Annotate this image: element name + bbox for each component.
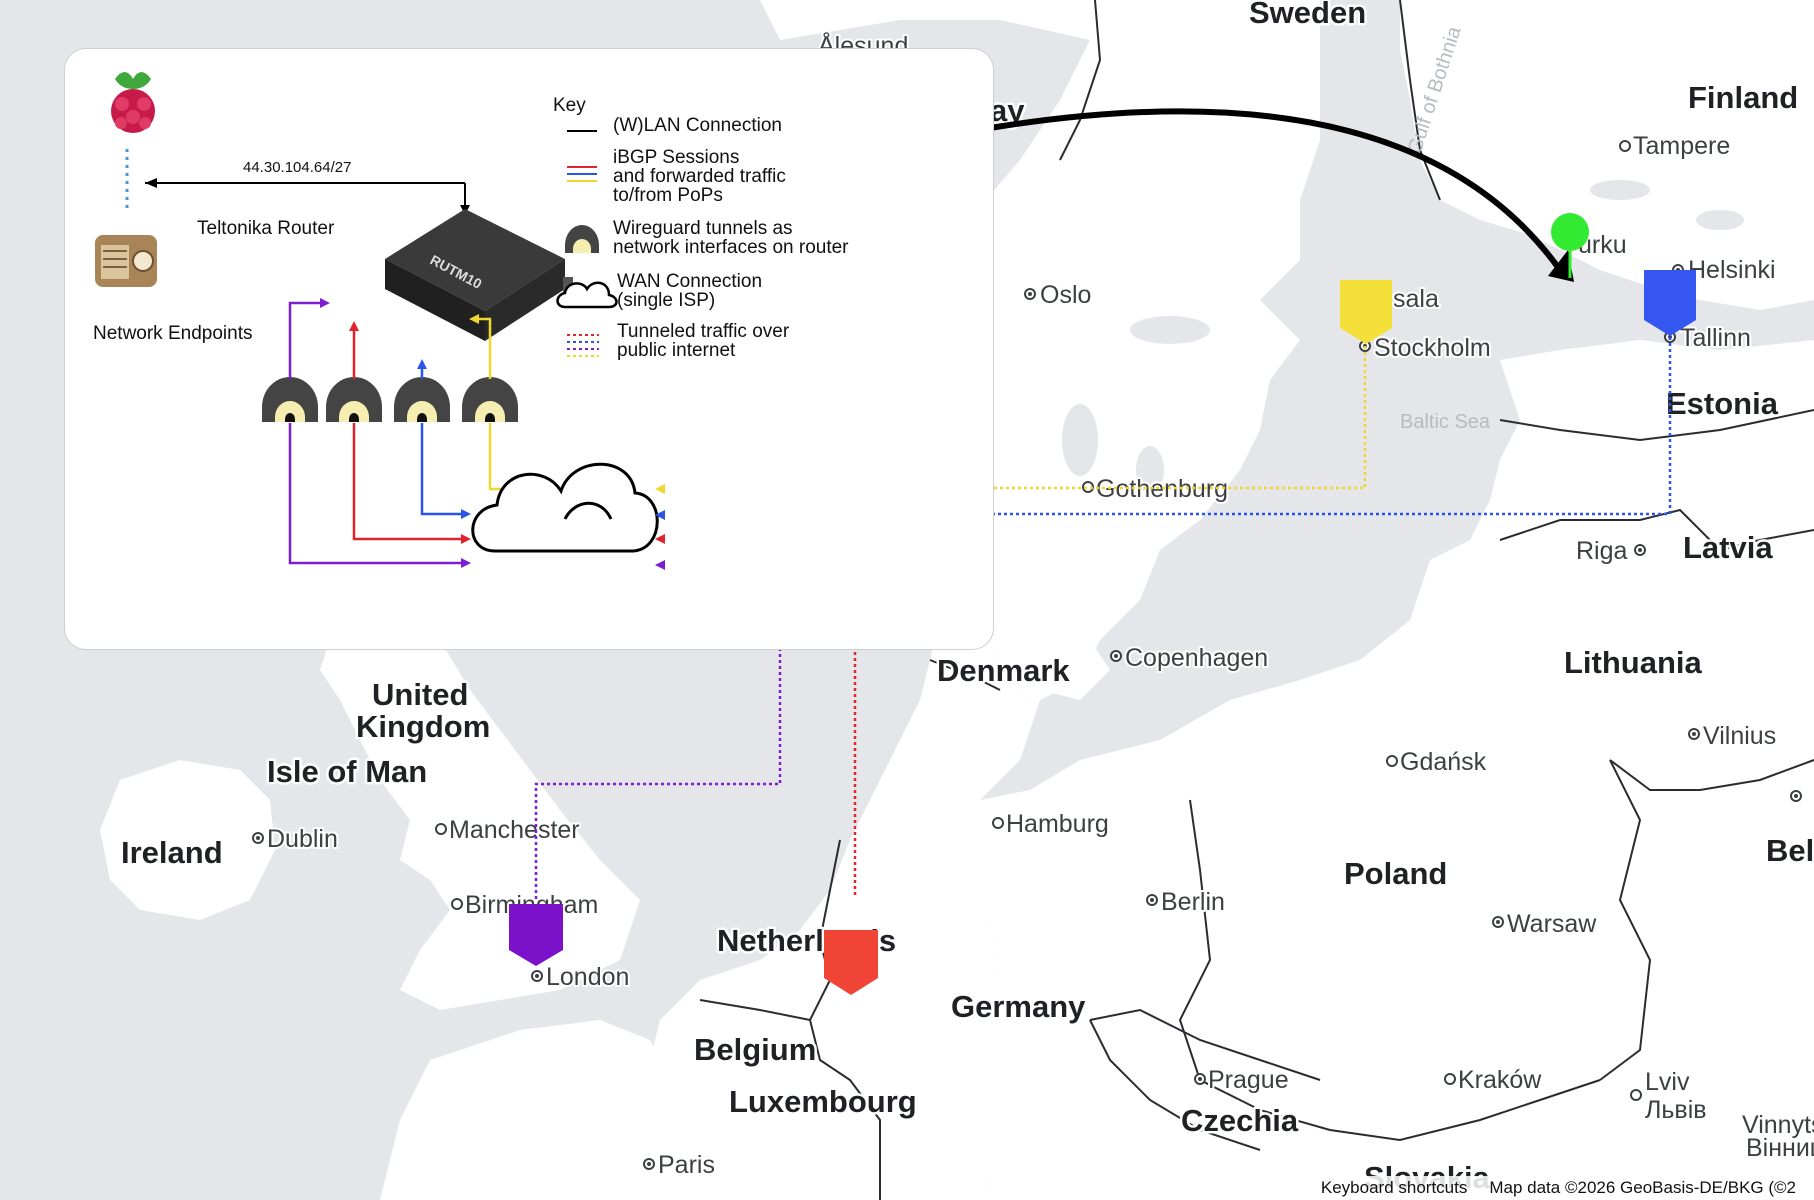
marker-tallinn bbox=[1644, 270, 1696, 336]
key-wlan-line1: (W)LAN Connection bbox=[613, 115, 782, 136]
city-label-vilnius: Vilnius bbox=[1703, 722, 1776, 750]
keyboard-shortcuts-link[interactable]: Keyboard shortcuts bbox=[1320, 1178, 1468, 1197]
country-label-luxembourg: Luxembourg bbox=[729, 1084, 917, 1119]
cloud-arrow-yellow bbox=[655, 484, 665, 494]
router-icon: RUTM10 bbox=[385, 209, 573, 341]
city-label-gdansk: Gdańsk bbox=[1400, 748, 1487, 776]
map-attribution: Keyboard shortcuts Map data ©2026 GeoBas… bbox=[1308, 1176, 1814, 1200]
key-wan-line1: WAN Connection bbox=[617, 271, 762, 292]
city-label-warsaw: Warsaw bbox=[1507, 910, 1597, 938]
tunnel-blue-tallinn bbox=[746, 337, 1672, 516]
city-label-krakow: Kraków bbox=[1458, 1066, 1542, 1094]
key-title: Key bbox=[553, 95, 586, 116]
city-label-vinnytsia: Vinnyts bbox=[1742, 1111, 1814, 1139]
city-label-riga: Riga bbox=[1576, 537, 1628, 565]
city-label-tampere: Tampere bbox=[1633, 132, 1730, 160]
key-legend: Key (W)LAN Connection iBGP Sessions and … bbox=[553, 95, 849, 361]
city-label-vinnytsia-uk: Вінниц bbox=[1746, 1134, 1814, 1162]
key-cloud-icon bbox=[556, 281, 618, 309]
tunnel-purple-london bbox=[534, 564, 782, 900]
key-wan-line2: (single ISP) bbox=[617, 290, 715, 311]
key-ibgp-line2: and forwarded traffic bbox=[613, 166, 786, 187]
marker-turku bbox=[1551, 213, 1589, 251]
city-label-lviv-uk: Львів bbox=[1645, 1096, 1707, 1124]
lakes bbox=[1062, 180, 1744, 494]
key-tunnel-icon bbox=[565, 225, 599, 253]
country-label-latvia: Latvia bbox=[1683, 530, 1773, 565]
tunnel-icon-yellow bbox=[462, 377, 518, 422]
tunnel-icon-blue bbox=[394, 377, 450, 422]
city-label-stockholm: Stockholm bbox=[1374, 334, 1491, 362]
wireguard-tunnels bbox=[262, 377, 518, 422]
water-label-baltic: Baltic Sea bbox=[1400, 411, 1491, 433]
key-wg-line1: Wireguard tunnels as bbox=[613, 218, 793, 239]
city-label-london: London bbox=[546, 963, 629, 991]
marker-london bbox=[509, 904, 563, 966]
city-label-oslo: Oslo bbox=[1040, 281, 1091, 309]
city-label-lviv: Lviv bbox=[1645, 1068, 1690, 1096]
country-label-lithuania: Lithuania bbox=[1564, 645, 1703, 680]
country-label-denmark: Denmark bbox=[937, 653, 1070, 688]
network-diagram: Network Endpoints 44.30.104.64/27 Telton… bbox=[93, 72, 849, 570]
cloud-arrow-purple bbox=[655, 560, 665, 570]
network-endpoints-label: Network Endpoints bbox=[93, 323, 252, 344]
country-label-poland: Poland bbox=[1344, 856, 1447, 891]
radio-icon bbox=[95, 235, 157, 287]
country-label-finland: Finland bbox=[1688, 80, 1798, 115]
cloud-arrow-red bbox=[655, 534, 665, 544]
key-ibgp-line1: iBGP Sessions bbox=[613, 147, 739, 168]
map-data-attribution: Map data ©2026 GeoBasis-DE/BKG (©2 bbox=[1489, 1178, 1796, 1197]
marker-netherlands bbox=[824, 930, 878, 995]
key-tun-line2: public internet bbox=[617, 340, 736, 361]
country-label-estonia: Estonia bbox=[1666, 386, 1779, 421]
city-label-dublin: Dublin bbox=[267, 825, 338, 853]
country-label-uk-line1: United bbox=[372, 677, 468, 712]
tunnel-icon-purple bbox=[262, 377, 318, 422]
city-labels: Tampere urku Helsinki Tallinn Oslo sala … bbox=[252, 28, 1814, 1181]
country-label-germany: Germany bbox=[951, 989, 1086, 1024]
city-label-hamburg: Hamburg bbox=[1006, 810, 1109, 838]
city-label-tallinn: Tallinn bbox=[1680, 324, 1751, 352]
pop-markers[interactable] bbox=[509, 213, 1696, 995]
marker-stockholm bbox=[1340, 280, 1392, 344]
subnet-label: 44.30.104.64/27 bbox=[243, 159, 351, 176]
country-label-belgium: Belgium bbox=[694, 1032, 816, 1067]
ibgp-links bbox=[288, 298, 501, 568]
city-label-helsinki: Helsinki bbox=[1688, 256, 1776, 284]
key-ibgp-line3: to/from PoPs bbox=[613, 185, 723, 206]
tunnel-icon-red bbox=[326, 377, 382, 422]
country-label-sweden: Sweden bbox=[1249, 0, 1366, 30]
city-label-prague: Prague bbox=[1208, 1066, 1289, 1094]
curved-arrow-head bbox=[1548, 250, 1574, 282]
country-label-isle-of-man: Isle of Man bbox=[267, 754, 427, 789]
key-wg-line2: network interfaces on router bbox=[613, 237, 849, 258]
wan-cloud-icon bbox=[471, 462, 659, 553]
city-label-copenhagen: Copenhagen bbox=[1125, 644, 1268, 672]
router-label: Teltonika Router bbox=[197, 218, 335, 239]
cloud-arrow-blue bbox=[655, 510, 665, 520]
raspberry-pi-icon bbox=[111, 72, 155, 133]
curved-arrow-to-turku bbox=[989, 108, 1563, 272]
city-label-uppsala: sala bbox=[1393, 285, 1439, 313]
country-label-ireland: Ireland bbox=[121, 835, 223, 870]
city-label-paris: Paris bbox=[658, 1151, 715, 1179]
land bbox=[100, 0, 1814, 1200]
country-label-czechia: Czechia bbox=[1181, 1103, 1299, 1138]
city-label-manchester: Manchester bbox=[449, 816, 580, 844]
country-label-uk-line2: Kingdom bbox=[356, 709, 490, 744]
key-tun-line1: Tunneled traffic over bbox=[617, 321, 790, 342]
country-borders bbox=[699, 0, 1814, 1200]
city-label-berlin: Berlin bbox=[1161, 888, 1225, 916]
network-diagram-panel: Network Endpoints 44.30.104.64/27 Telton… bbox=[64, 48, 994, 650]
